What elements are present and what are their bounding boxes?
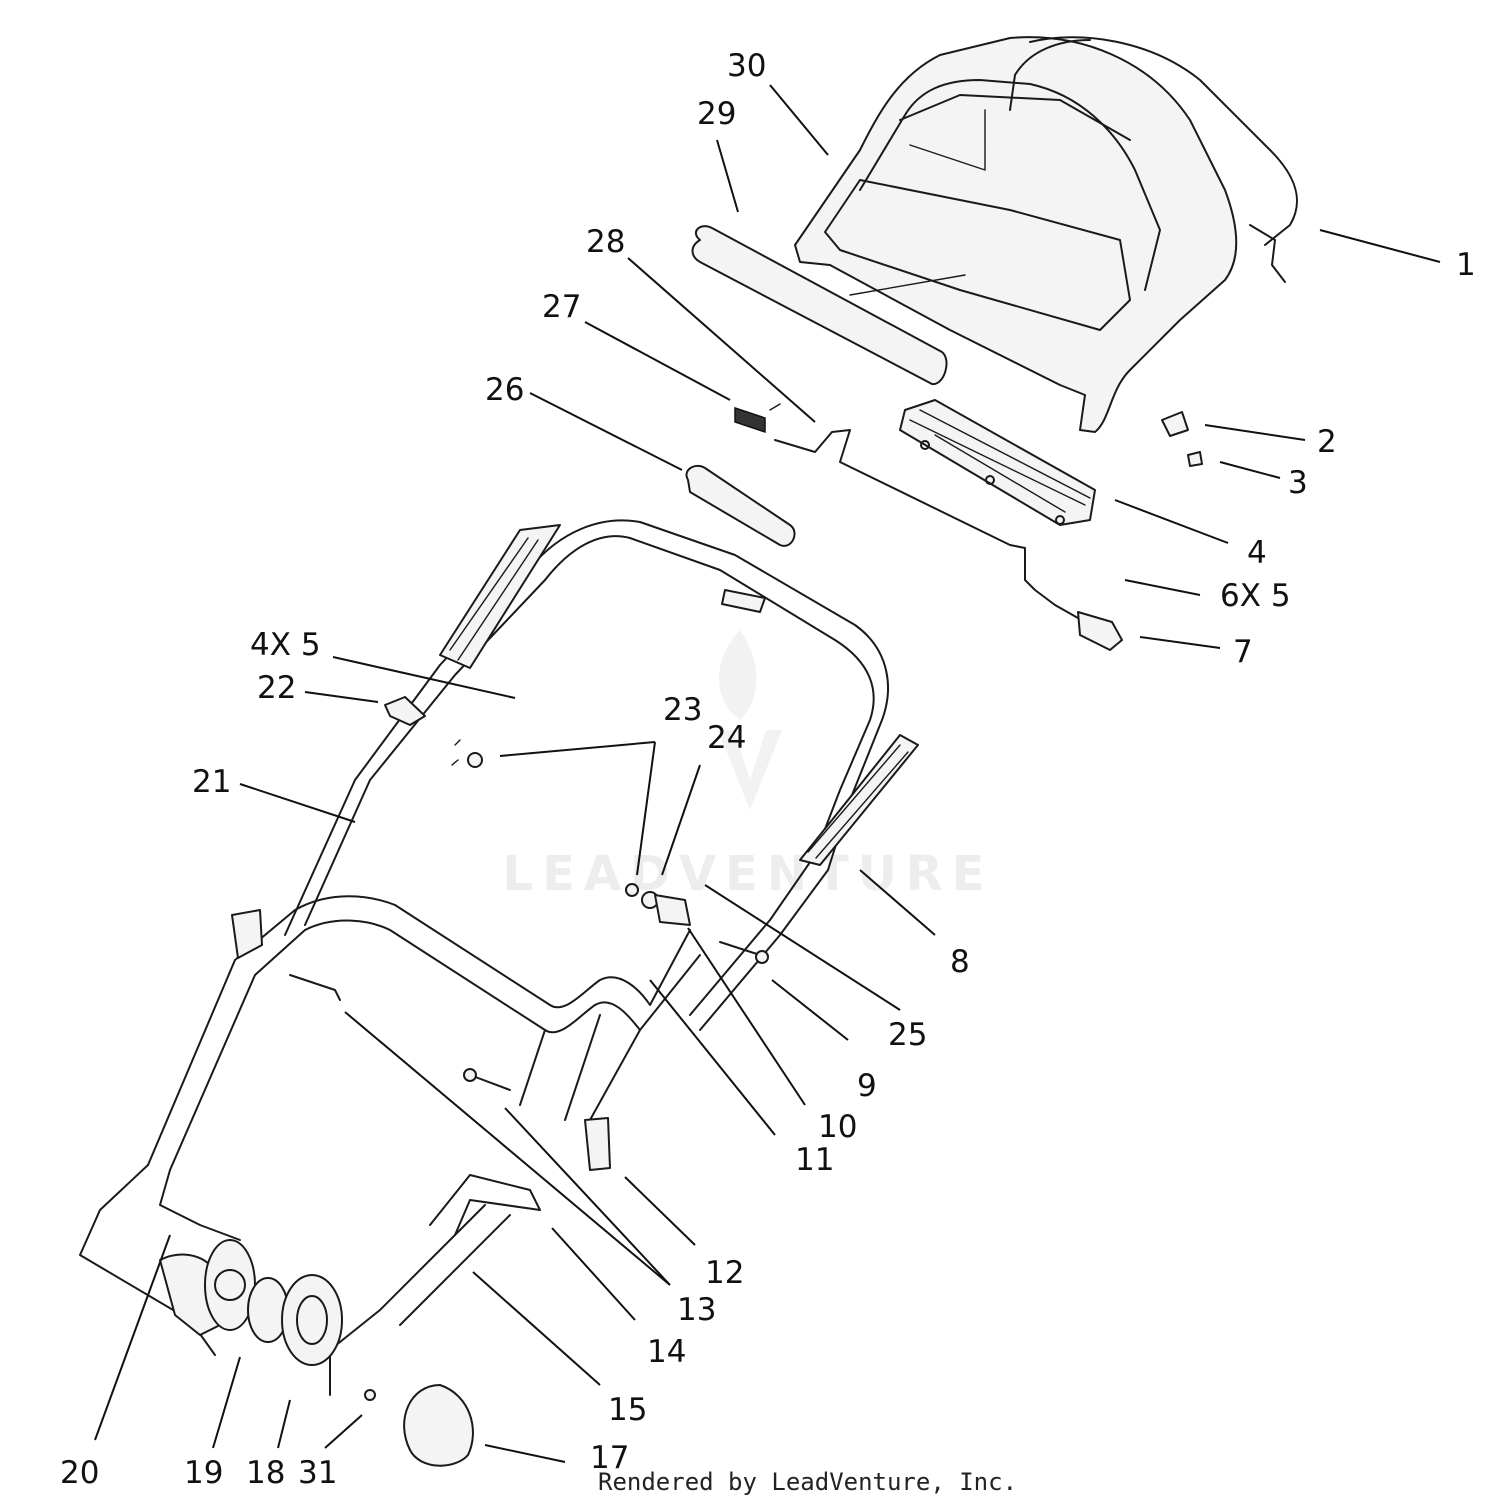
knob-and-nuts bbox=[384, 696, 769, 964]
callout-labels: 1 2 3 4 6X 5 7 8 9 10 11 12 13 14 15 17 … bbox=[60, 48, 1476, 1491]
callout-26: 26 bbox=[485, 372, 524, 408]
callout-20: 20 bbox=[60, 1455, 99, 1491]
cable-clip-right bbox=[799, 734, 919, 866]
callout-4x5: 4X 5 bbox=[250, 627, 321, 663]
lower-pivot-assembly bbox=[329, 1068, 541, 1396]
lower-handle-frame bbox=[79, 895, 701, 1356]
callout-6x5: 6X 5 bbox=[1220, 578, 1291, 614]
callout-27: 27 bbox=[542, 289, 581, 325]
foam-tube bbox=[685, 464, 796, 547]
callout-10: 10 bbox=[818, 1109, 857, 1145]
callout-25: 25 bbox=[888, 1017, 927, 1053]
upper-handle-frame bbox=[284, 519, 889, 1031]
callout-29: 29 bbox=[697, 96, 736, 132]
callout-13: 13 bbox=[677, 1292, 716, 1328]
watermark-text: LEADVENTURE bbox=[503, 846, 994, 902]
callout-1: 1 bbox=[1456, 247, 1476, 283]
callout-31: 31 bbox=[298, 1455, 337, 1491]
callout-7: 7 bbox=[1233, 634, 1253, 670]
upper-handle-shroud bbox=[794, 36, 1299, 433]
callout-23: 23 bbox=[663, 692, 702, 728]
callout-11: 11 bbox=[795, 1142, 834, 1178]
leader-lines bbox=[94, 84, 1441, 1463]
callout-4: 4 bbox=[1247, 535, 1267, 571]
callout-30: 30 bbox=[727, 48, 766, 84]
bail-wire bbox=[774, 429, 1123, 651]
callout-28: 28 bbox=[586, 224, 625, 260]
wheel-assembly bbox=[159, 1239, 474, 1467]
rendered-by-credit: Rendered by LeadVenture, Inc. bbox=[598, 1468, 1017, 1496]
clip-and-screw bbox=[1161, 411, 1203, 467]
callout-2: 2 bbox=[1317, 424, 1337, 460]
callout-24: 24 bbox=[707, 720, 746, 756]
bail-bracket bbox=[899, 399, 1096, 526]
cable-clip-left bbox=[439, 524, 561, 669]
callout-15: 15 bbox=[608, 1392, 647, 1428]
leadventure-watermark: LEADVENTURE bbox=[503, 630, 994, 902]
callout-8: 8 bbox=[950, 944, 970, 980]
handle-grip bbox=[691, 225, 966, 385]
callout-18: 18 bbox=[246, 1455, 285, 1491]
callout-12: 12 bbox=[705, 1255, 744, 1291]
callout-22: 22 bbox=[257, 670, 296, 706]
callout-19: 19 bbox=[184, 1455, 223, 1491]
callout-21: 21 bbox=[192, 764, 231, 800]
callout-14: 14 bbox=[647, 1334, 686, 1370]
callout-3: 3 bbox=[1288, 465, 1308, 501]
torsion-spring bbox=[734, 403, 781, 434]
callout-9: 9 bbox=[857, 1068, 877, 1104]
callout-17: 17 bbox=[590, 1440, 629, 1476]
